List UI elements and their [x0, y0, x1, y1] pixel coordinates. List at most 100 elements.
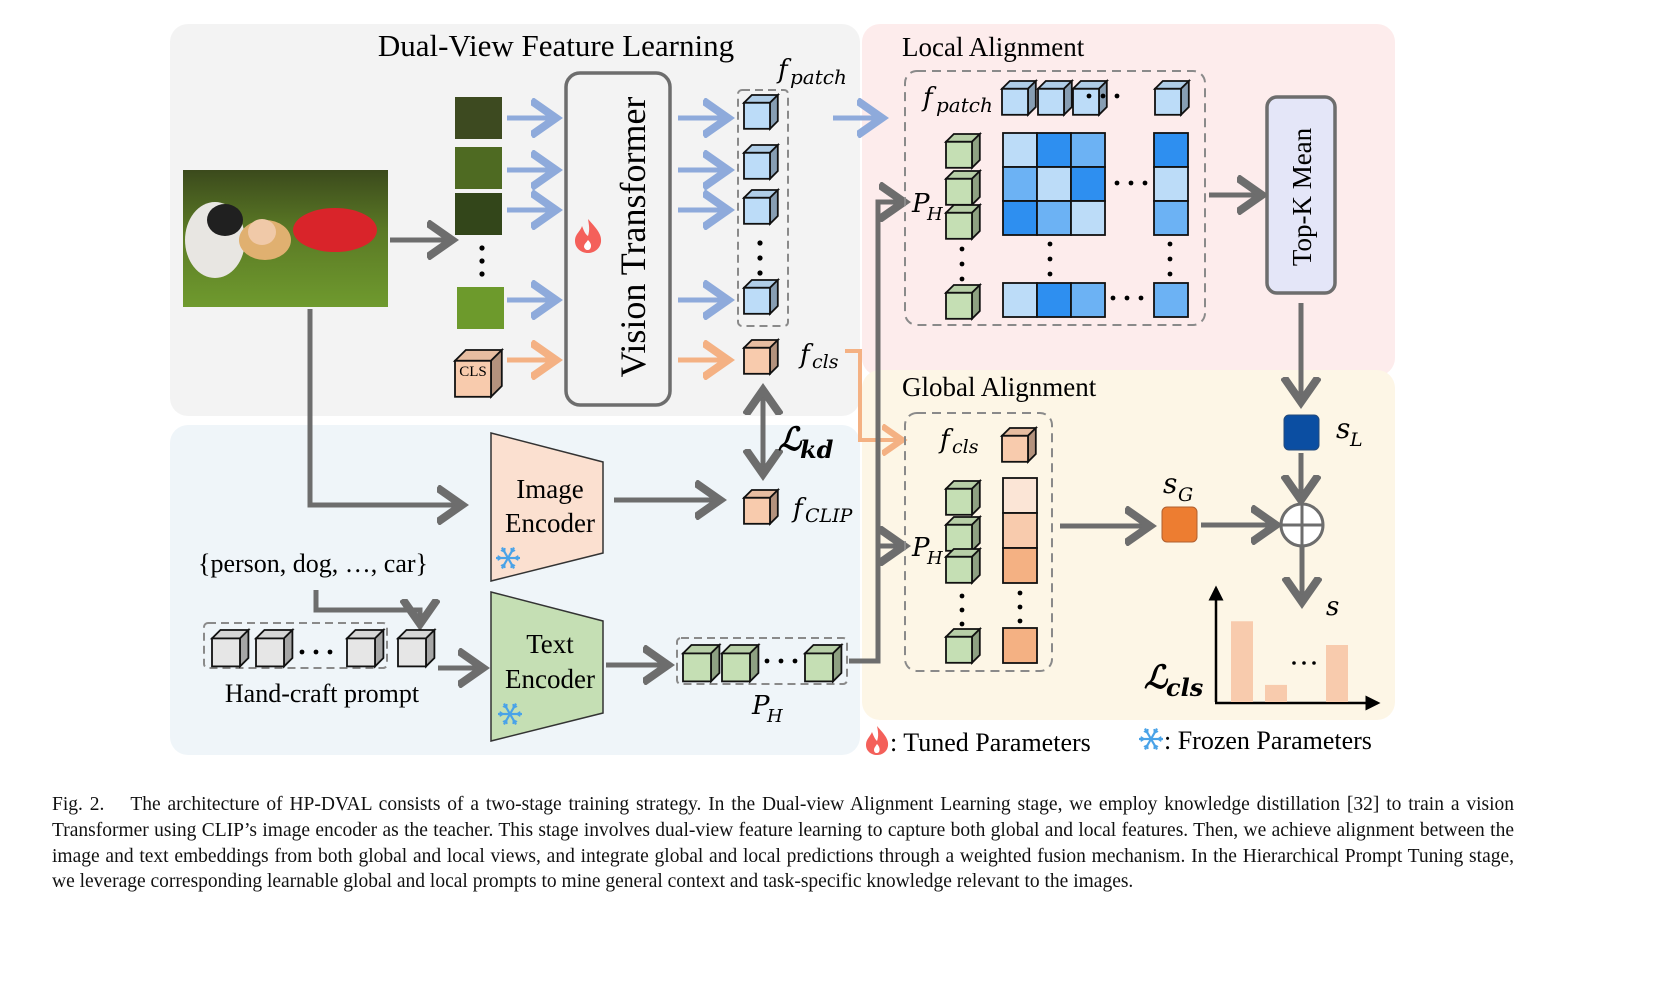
panel-dual-view	[170, 24, 860, 416]
legend: : Tuned Parameters : Frozen Parameters	[866, 726, 1372, 757]
similarity-cell	[1153, 200, 1189, 236]
figure-number: Fig. 2.	[52, 794, 105, 815]
global-score-cell	[1002, 512, 1038, 549]
flame-icon	[866, 726, 889, 755]
similarity-cell	[1070, 282, 1106, 318]
f-cls-cube	[741, 337, 780, 376]
similarity-cell	[1002, 132, 1038, 168]
sum-operator-icon	[1279, 502, 1325, 548]
legend-frozen: : Frozen Parameters	[1164, 726, 1372, 755]
snowflake-icon	[1139, 728, 1163, 750]
similarity-cell	[1070, 166, 1106, 202]
matrix-dots	[959, 93, 1173, 301]
cls-token-label: CLS	[459, 364, 487, 380]
local-prompt-cube	[943, 282, 982, 321]
svg-text:H: H	[926, 548, 943, 569]
patch-feature-cube	[741, 277, 780, 316]
architecture-diagram: Dual-View Feature Learning Local Alignme…	[170, 24, 1395, 757]
prompt-cube	[344, 627, 386, 669]
label-f-patch-local: f patch	[921, 83, 993, 117]
svg-text:patch: patch	[790, 65, 847, 89]
global-f-cls-cube	[999, 425, 1038, 464]
snowflake-icon	[498, 703, 522, 725]
global-score-cell	[1002, 547, 1038, 584]
loss-bar	[1326, 645, 1348, 702]
local-patch-cube	[1152, 78, 1191, 117]
ph-dots	[764, 658, 798, 664]
local-patch-cube	[1070, 78, 1109, 117]
f-clip-cube	[741, 487, 780, 526]
text-encoder-block[interactable]	[490, 591, 604, 742]
svg-text:H: H	[766, 706, 783, 727]
svg-text:G: G	[1178, 484, 1193, 506]
label-ph-local: P H	[911, 189, 943, 225]
text-prompt-features-group	[676, 637, 848, 685]
loss-bar	[1265, 684, 1287, 702]
cls-loss-chart	[1208, 585, 1381, 711]
arrow-ph-to-local	[875, 202, 904, 546]
text-encoder-label-1: Text	[526, 629, 574, 659]
patch-dots	[757, 240, 763, 276]
ph-cube	[680, 642, 722, 684]
local-prompt-cube	[943, 131, 982, 170]
global-prompt-cube	[943, 478, 982, 517]
similarity-cell	[1036, 132, 1072, 168]
svg-text:cls: cls	[812, 351, 839, 373]
label-f-patch-top: f patch	[776, 55, 847, 89]
svg-text:cls: cls	[952, 436, 979, 458]
label-l-kd: ℒ kd	[778, 420, 834, 464]
similarity-cell	[1153, 132, 1189, 168]
panel-title-local: Local Alignment	[902, 32, 1085, 62]
chart-dots	[1292, 661, 1316, 665]
label-s-g: s G	[1163, 467, 1193, 506]
prompt-cube	[209, 627, 251, 669]
patch-to-vit-arrows	[507, 118, 556, 360]
vision-transformer-label: Vision Transformer	[613, 97, 653, 378]
patch-feature-cube	[741, 142, 780, 181]
svg-text:kd: kd	[800, 435, 834, 464]
global-alignment-group	[904, 412, 1053, 672]
score-local-box	[1283, 414, 1320, 451]
image-encoder-label-1: Image	[516, 474, 583, 504]
svg-text:P: P	[911, 533, 930, 563]
patch	[455, 193, 502, 235]
arrow-fcls-to-global	[845, 349, 902, 440]
similarity-cell	[1153, 166, 1189, 202]
svg-text:P: P	[911, 189, 930, 219]
similarity-cell	[1070, 200, 1106, 236]
label-ph-global: P H	[911, 533, 943, 569]
svg-text:s: s	[1163, 467, 1177, 500]
f-clip-cube	[741, 487, 780, 526]
local-alignment-group	[904, 70, 1206, 326]
legend-tuned: : Tuned Parameters	[890, 728, 1091, 757]
top-k-mean-block[interactable]	[1265, 95, 1337, 295]
f-cls-cube	[741, 337, 780, 376]
patch	[455, 147, 502, 189]
panel-local-alignment	[862, 24, 1395, 376]
global-prompt-cube	[943, 514, 982, 553]
patch-feature-cubes	[741, 92, 780, 316]
svg-text:ℒ: ℒ	[1144, 658, 1169, 696]
global-score-column	[1002, 477, 1038, 664]
label-s-l: s L	[1336, 412, 1363, 451]
local-patch-cube	[999, 78, 1038, 117]
snowflake-icon	[496, 547, 520, 569]
vision-transformer-block[interactable]	[564, 71, 672, 407]
patch	[455, 97, 502, 139]
input-image	[183, 170, 388, 307]
panel-title-dual-view: Dual-View Feature Learning	[378, 28, 734, 63]
similarity-matrix	[1002, 132, 1189, 318]
ph-cubes	[680, 642, 844, 684]
panel-title-global: Global Alignment	[902, 372, 1097, 402]
image-encoder-block[interactable]	[490, 432, 604, 582]
arrow-ph-to-global	[849, 546, 904, 664]
global-prompt-cube	[943, 546, 982, 585]
global-score-cell	[1002, 627, 1038, 664]
text-encoder-label-2: Encoder	[505, 664, 595, 694]
global-dots	[959, 590, 1023, 627]
global-f-cls-cube	[999, 425, 1038, 464]
similarity-cell	[1070, 132, 1106, 168]
caption-text: The architecture of HP-DVAL consists of …	[52, 794, 1514, 893]
svg-text:L: L	[1349, 429, 1363, 451]
label-s: s	[1326, 592, 1339, 622]
